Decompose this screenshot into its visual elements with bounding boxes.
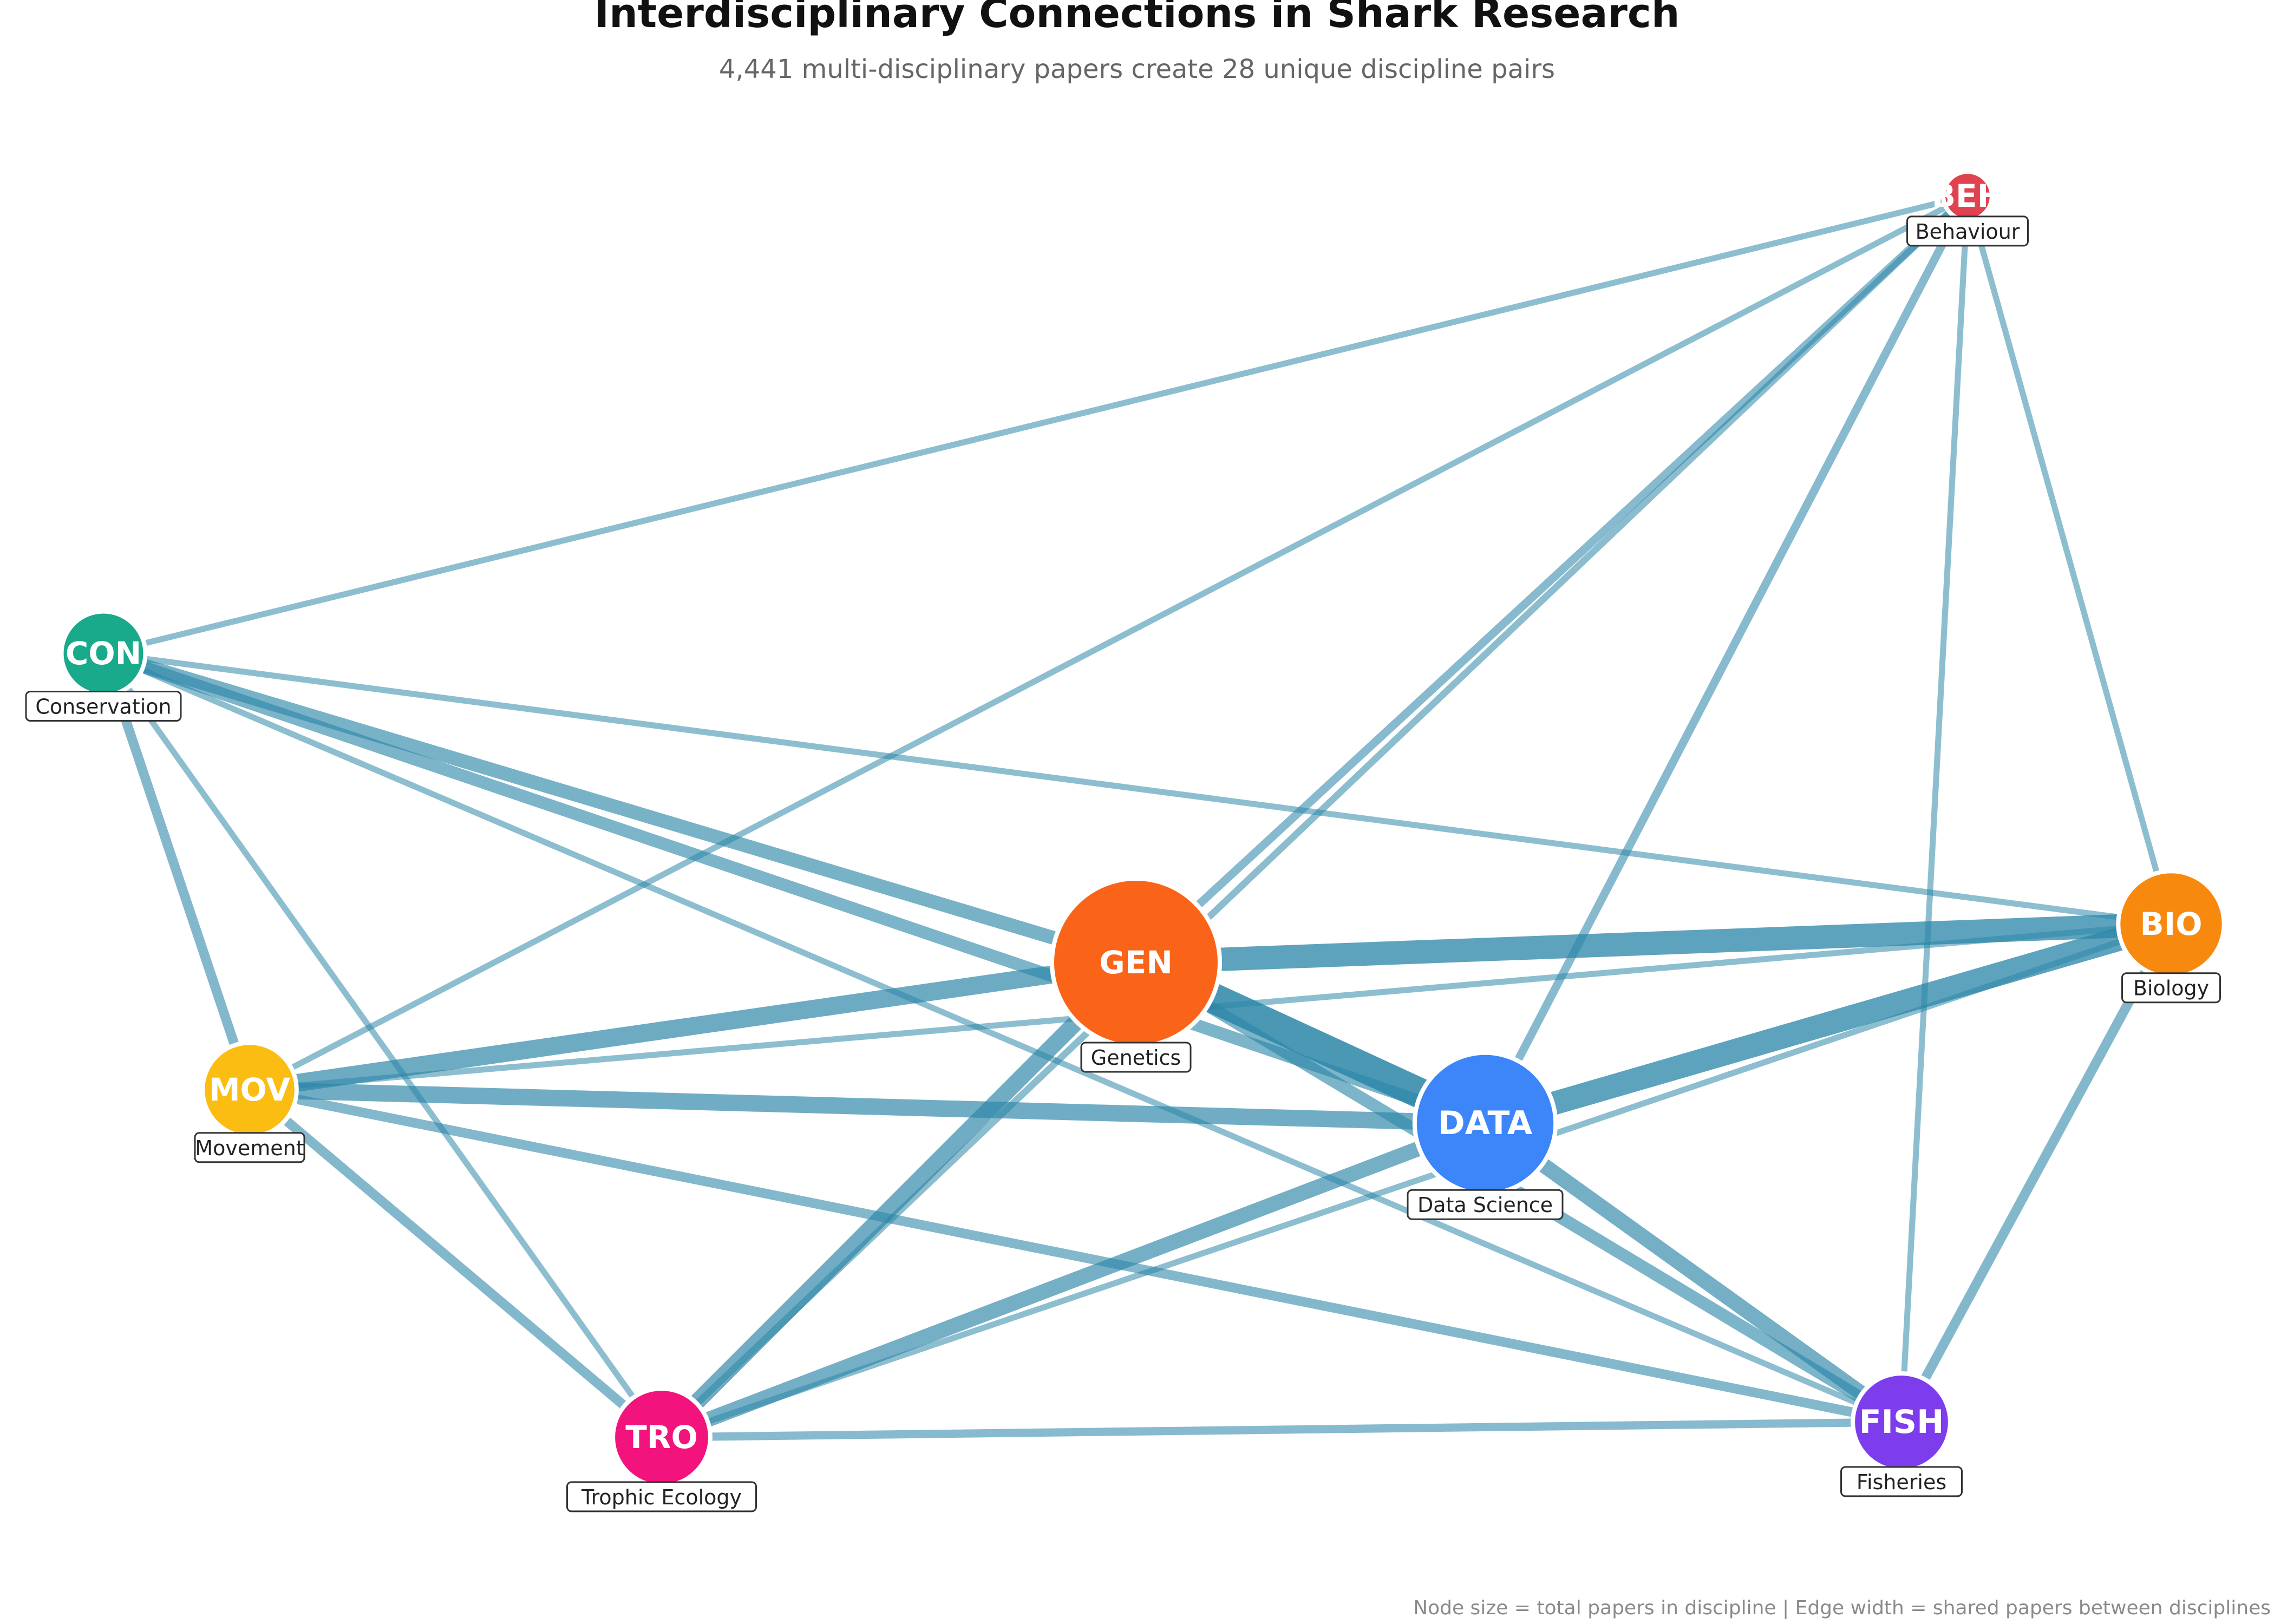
edge-bio-fish (1897, 919, 2176, 1427)
edge-tro-data (654, 1116, 1493, 1445)
node-gen: GEN Genetics (1050, 876, 1222, 1073)
edge-beh-fish (1898, 193, 1971, 1425)
edge-tro-bio (658, 921, 2174, 1440)
node-label-box-fish (1840, 1466, 1963, 1497)
edges-layer (96, 192, 2183, 1446)
node-label-box-con (25, 691, 182, 722)
node-data: DATA Data Science (1407, 1050, 1564, 1220)
node-abbr-beh: BEH (1932, 178, 2003, 214)
node-abbr-bio: BIO (2140, 906, 2202, 942)
edge-gen-bio (1124, 912, 2183, 974)
node-label-gen: Genetics (1091, 1046, 1181, 1070)
node-label-con: Conservation (35, 695, 171, 719)
node-label-box-tro (566, 1481, 757, 1512)
edge-gen-tro (653, 954, 1145, 1446)
chart-title: Interdisciplinary Connections in Shark R… (594, 0, 1680, 37)
edge-mov-fish (245, 1085, 1906, 1427)
edge-data-fish (1478, 1116, 1909, 1430)
node-abbr-tro: TRO (625, 1419, 698, 1456)
edge-con-beh (100, 193, 1971, 657)
node-label-beh: Behaviour (1916, 220, 2020, 244)
node-label-bio: Biology (2133, 977, 2209, 1000)
node-beh: BEH Behaviour (1906, 169, 2029, 247)
node-mov: MOV Movement (194, 1040, 305, 1163)
edge-con-gen (96, 646, 1143, 970)
edge-beh-bio (1964, 193, 2174, 927)
node-abbr-fish: FISH (1859, 1403, 1944, 1441)
node-label-data: Data Science (1417, 1193, 1553, 1217)
edge-mov-beh (246, 193, 1971, 1093)
node-label-box-gen (1080, 1042, 1192, 1073)
node-bio: BIO Biology (2116, 869, 2226, 1004)
edge-tro-fish (657, 1418, 1906, 1442)
edge-con-bio (100, 650, 2174, 927)
edge-data-beh (1481, 192, 1972, 1128)
chart-subtitle: 4,441 multi-disciplinary papers create 2… (718, 54, 1556, 84)
edge-data-bio (1473, 912, 2183, 1135)
edge-con-mov (99, 649, 254, 1095)
edge-con-data (97, 647, 1492, 1130)
node-abbr-gen: GEN (1099, 944, 1173, 981)
node-label-mov: Movement (195, 1136, 304, 1160)
edge-mov-data (241, 1081, 1494, 1132)
node-label-box-mov (194, 1132, 305, 1163)
edge-gen-beh (1132, 192, 1972, 967)
node-label-tro: Trophic Ecology (581, 1485, 742, 1509)
node-abbr-con: CON (66, 635, 141, 672)
node-label-box-bio (2121, 972, 2221, 1004)
edge-mov-tro (245, 1085, 666, 1442)
node-fish: FISH Fisheries (1840, 1371, 1963, 1497)
edge-con-fish (100, 650, 1905, 1425)
node-con: CON Conservation (25, 609, 182, 722)
node-label-box-data (1407, 1189, 1564, 1220)
node-label-fish: Fisheries (1857, 1470, 1946, 1494)
node-tro: TRO Trophic Ecology (566, 1386, 757, 1512)
footnote: Node size = total papers in discipline |… (1413, 1597, 2271, 1619)
node-abbr-mov: MOV (209, 1071, 290, 1108)
edge-con-tro (100, 650, 665, 1440)
node-label-box-beh (1906, 215, 2029, 247)
node-abbr-data: DATA (1438, 1104, 1533, 1142)
edge-gen-mov (240, 953, 1145, 1099)
